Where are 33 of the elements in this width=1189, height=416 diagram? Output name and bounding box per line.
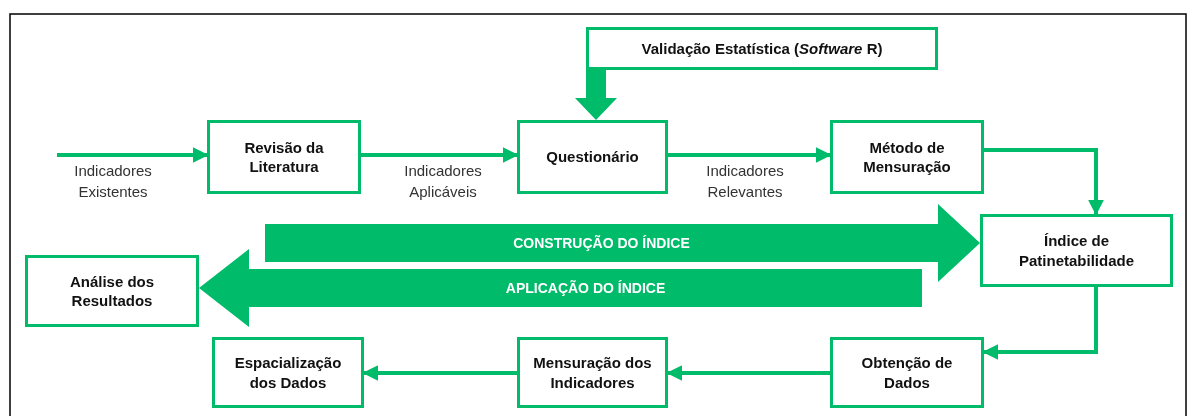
box-text: Índice de Patinetabilidade [1018, 231, 1135, 270]
process-box [830, 337, 984, 408]
process-box [517, 337, 668, 408]
process-box [586, 27, 938, 70]
process-box [25, 255, 199, 327]
box-text: Mensuração dos Indicadores [532, 353, 653, 392]
box-text: Espacialização dos Dados [233, 353, 343, 392]
box-text: Análise dos Resultados [68, 271, 156, 311]
arrow-label: CONSTRUÇÃO DO ÍNDICE [513, 235, 690, 251]
process-box [212, 337, 364, 408]
edge-label: Indicadores Existentes [73, 161, 153, 202]
block-arrow [575, 70, 617, 120]
arrow [982, 287, 1098, 360]
process-box [517, 120, 668, 194]
box-text: Validação Estatística (Software R) [641, 38, 883, 59]
block-arrow [265, 204, 980, 282]
edge-label: Indicadores Relevantes [705, 161, 785, 202]
process-box [980, 214, 1173, 287]
box-text: Questionário [546, 147, 639, 167]
block-arrow [199, 249, 922, 327]
process-box [207, 120, 361, 194]
arrow [668, 147, 832, 163]
box-text: Método de Mensuração [862, 137, 952, 177]
arrow [57, 147, 209, 163]
arrow [361, 147, 519, 163]
edge-label: Indicadores Aplicáveis [403, 161, 483, 202]
arrow [984, 148, 1104, 216]
arrow [362, 365, 517, 381]
box-text: Obtenção de Dados [860, 353, 954, 392]
process-box [830, 120, 984, 194]
arrow [666, 365, 830, 381]
box-text: Revisão da Literatura [243, 137, 325, 177]
arrow-label: APLICAÇÃO DO ÍNDICE [505, 280, 666, 296]
